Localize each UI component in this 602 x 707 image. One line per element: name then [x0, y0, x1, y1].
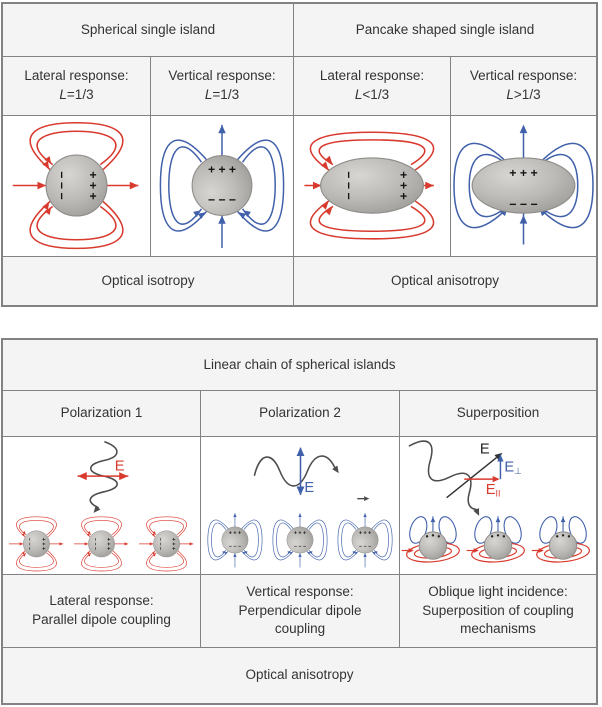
column-polarization-1: Polarization 1 — [3, 390, 200, 436]
column-label: Polarization 1 — [60, 405, 143, 421]
response-formula: L>1/3 — [506, 87, 541, 102]
description-line2: Perpendicular dipole coupling — [238, 602, 362, 637]
chain-island-2 — [467, 515, 525, 565]
response-title: Vertical response: — [168, 68, 276, 84]
e-field-label: E — [480, 442, 490, 458]
table1-footer-anisotropy: Optical anisotropy — [293, 256, 596, 305]
figure-lateral-sphere — [3, 115, 150, 256]
figure-polarization-1: E — [3, 436, 200, 574]
description-line1: Lateral response: — [49, 593, 154, 609]
light-wave-icon — [408, 440, 482, 518]
header-label: Pancake shaped single island — [355, 21, 535, 37]
description-oblique: Oblique light incidence: Superposition o… — [399, 574, 596, 647]
linear-chain-table: Linear chain of spherical islands Polari… — [1, 338, 598, 705]
column-label: Polarization 2 — [259, 405, 341, 421]
table1-header-spherical: Spherical single island — [3, 4, 293, 56]
response-title: Lateral response: — [319, 68, 425, 84]
wave-arrowhead-icon — [332, 465, 342, 475]
e-field-label: E — [304, 480, 314, 496]
vertical-dipole-sphere — [160, 125, 283, 248]
light-wave-icon — [89, 441, 118, 509]
figure-superposition: E E⊥ EII — [399, 436, 596, 574]
figure-lateral-pancake — [293, 115, 450, 256]
description-line2: Parallel dipole coupling — [32, 612, 171, 627]
description-line2: Superposition of coupling mechanisms — [422, 602, 574, 637]
lateral-dipole-pancake — [304, 132, 433, 239]
response-cell-vertical-pancake: Vertical response: L>1/3 — [450, 56, 596, 115]
propagation-arrow — [357, 496, 370, 501]
response-cell-lateral-sphere: Lateral response: L=1/3 — [3, 56, 150, 115]
response-formula: L=1/3 — [59, 87, 94, 102]
e-field-label: E — [115, 458, 125, 474]
response-title: Lateral response: — [24, 68, 129, 84]
e-parallel-label: EII — [486, 482, 501, 499]
vertical-dipole-pancake — [454, 125, 593, 245]
table1-header-pancake: Pancake shaped single island — [293, 4, 596, 56]
chain-island-1 — [208, 513, 262, 567]
chain-island-3 — [532, 515, 590, 565]
figure-polarization-2: E — [200, 436, 399, 574]
column-label: Superposition — [456, 405, 540, 421]
description-line1: Oblique light incidence: — [428, 583, 568, 599]
single-island-table: Spherical single island Pancake shaped s… — [1, 2, 598, 307]
footer-label: Optical anisotropy — [390, 272, 500, 288]
chain-island-1 — [402, 515, 460, 565]
wave-arrowhead-icon — [91, 505, 101, 515]
response-cell-vertical-sphere: Vertical response: L=1/3 — [150, 56, 293, 115]
table1-footer-isotropy: Optical isotropy — [3, 256, 293, 305]
footer-label: Optical anisotropy — [245, 667, 354, 683]
table2-footer: Optical anisotropy — [3, 647, 596, 703]
response-cell-lateral-pancake: Lateral response: L<1/3 — [293, 56, 450, 115]
light-wave-icon — [253, 455, 336, 487]
response-formula: L<1/3 — [354, 87, 390, 102]
description-vertical: Vertical response: Perpendicular dipole … — [200, 574, 399, 647]
description-line1: Vertical response: — [246, 583, 354, 599]
e-field-arrow — [296, 447, 305, 495]
e-perp-label: E⊥ — [504, 459, 522, 476]
chain-island-3 — [139, 517, 193, 571]
lateral-dipole-sphere — [13, 123, 139, 249]
e-vector-triangle — [446, 450, 505, 499]
header-label: Spherical single island — [80, 21, 216, 37]
figure-vertical-pancake — [450, 115, 596, 256]
response-title: Vertical response: — [469, 68, 578, 84]
header-label: Linear chain of spherical islands — [203, 356, 396, 372]
e-field-arrow — [77, 472, 129, 480]
column-superposition: Superposition — [399, 390, 596, 436]
chain-island-1 — [9, 517, 63, 571]
chain-island-2 — [74, 517, 128, 571]
chain-island-3 — [338, 513, 392, 567]
table2-header: Linear chain of spherical islands — [3, 340, 596, 390]
figure-vertical-sphere — [150, 115, 293, 256]
column-polarization-2: Polarization 2 — [200, 390, 399, 436]
description-lateral: Lateral response: Parallel dipole coupli… — [3, 574, 200, 647]
chain-island-2 — [273, 513, 327, 567]
footer-label: Optical isotropy — [101, 272, 195, 288]
response-formula: L=1/3 — [204, 87, 240, 102]
